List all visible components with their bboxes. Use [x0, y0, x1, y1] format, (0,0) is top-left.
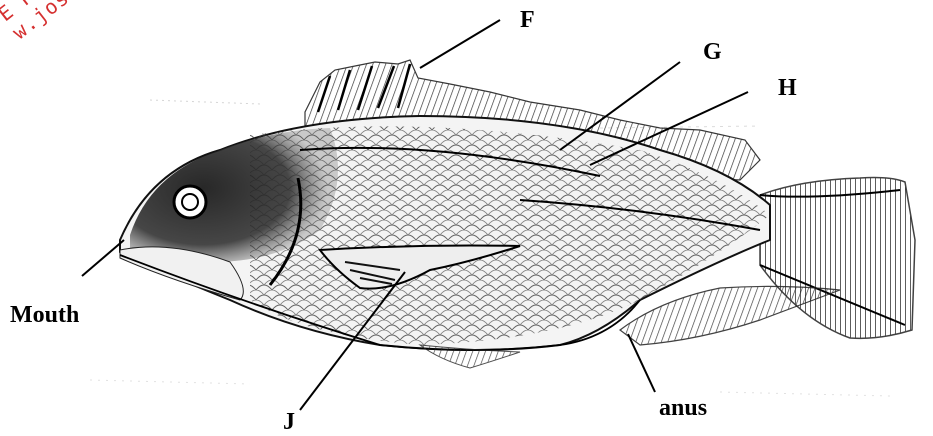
label-h: H — [778, 76, 797, 100]
label-mouth: Mouth — [10, 303, 79, 327]
leader-mouth — [82, 240, 124, 276]
anal-fin — [620, 286, 840, 345]
tail-fin — [760, 178, 915, 339]
label-j: J — [283, 410, 295, 434]
leader-f — [420, 20, 500, 68]
label-anus: anus — [659, 396, 707, 420]
label-g: G — [703, 40, 722, 64]
label-f: F — [520, 8, 535, 32]
eye — [174, 186, 206, 218]
